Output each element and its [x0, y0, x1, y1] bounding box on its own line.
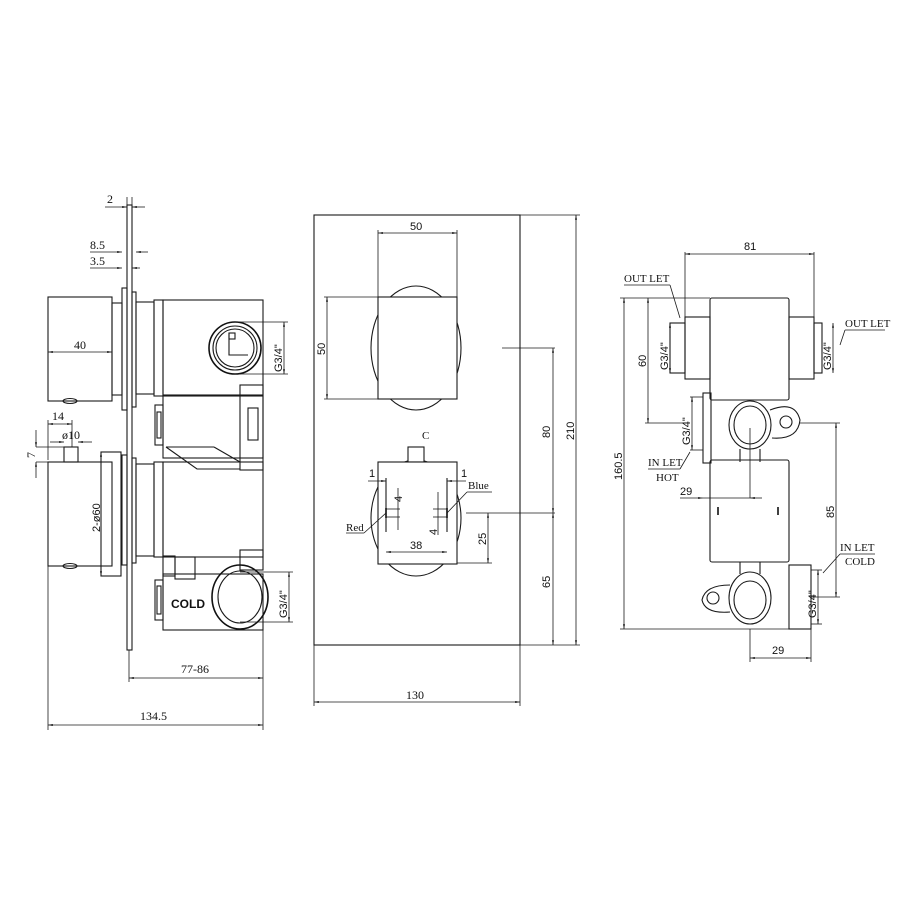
red-label: Red [346, 522, 364, 534]
top-knob [377, 296, 458, 400]
dim-knob-height: 50 [316, 343, 328, 355]
dim-spout-height: 7 [24, 452, 38, 458]
dim-recess-depth: 77-86 [181, 662, 209, 676]
valve-body-top [162, 299, 264, 396]
inlet-cold-label-1: IN LET [840, 542, 875, 554]
dim-handle-diameter: 2-ø60 [91, 503, 103, 532]
dim-plate-height: 210 [565, 422, 577, 440]
mixer-block [709, 459, 790, 563]
outlet-block [709, 297, 790, 401]
outlet-left-label: OUT LET [624, 273, 670, 285]
bottom-handle [47, 461, 113, 567]
inlet-cold-label-2: COLD [845, 556, 875, 568]
cold-inlet-port [211, 564, 269, 630]
side-view: COLD 2 8.5 3.5 40 14 ø10 7 2-ø60 [24, 192, 293, 730]
rear-view: 81 OUT LET OUT LET G3/4" G3/4" 60 G3/4" … [613, 241, 891, 662]
dim-thread-inlet-hot: G3/4" [681, 417, 693, 445]
bottom-knob [377, 461, 458, 565]
cold-label: COLD [171, 597, 205, 611]
dim-knob-width: 50 [410, 221, 422, 233]
dim-plate-thickness: 2 [107, 192, 113, 206]
blue-label: Blue [468, 480, 489, 492]
dim-cold-offset: 29 [772, 645, 784, 657]
dim-handle-depth: 40 [74, 338, 86, 352]
dim-inlet-spacing: 85 [825, 506, 837, 518]
dim-indicator-gap-left: 1 [369, 468, 375, 480]
wall-plate [126, 204, 133, 651]
dim-lower-offset: 25 [477, 533, 489, 545]
dim-thread-inlet-cold: G3/4" [807, 590, 819, 618]
centre-mark: C [422, 430, 429, 442]
dim-indicator-gap-right: 1 [461, 468, 467, 480]
dim-overall-depth: 134.5 [140, 709, 167, 723]
dim-thread-top: G3/4" [273, 344, 285, 372]
dim-spout-diameter: ø10 [62, 428, 80, 442]
dim-flange-a: 8.5 [90, 238, 105, 252]
dim-flange-b: 3.5 [90, 254, 105, 268]
dim-centre-spacing: 80 [541, 426, 553, 438]
dim-indicator-len-left: 4 [393, 496, 405, 502]
inlet-hot-label-2: HOT [656, 472, 679, 484]
dim-thread-outlet-left: G3/4" [659, 342, 671, 370]
dim-spout-offset: 14 [52, 409, 64, 423]
dim-outlet-span: 81 [744, 241, 756, 253]
dim-lower-centre: 65 [541, 576, 553, 588]
dim-plate-width: 130 [406, 688, 424, 702]
inlet-hot-label-1: IN LET [648, 457, 683, 469]
top-outlet-port [208, 321, 262, 375]
dim-indicator-spacing: 38 [410, 540, 422, 552]
dim-thread-bottom: G3/4" [278, 590, 290, 618]
dim-thread-outlet-right: G3/4" [822, 342, 834, 370]
dim-indicator-len-right: 4 [428, 529, 440, 535]
front-view: 50 50 C 4 4 1 1 38 Red Blue [313, 214, 580, 706]
cover-plate [313, 214, 521, 646]
dim-overall-height: 160.5 [613, 452, 625, 480]
dim-outlet-offset: 60 [637, 355, 649, 367]
outlet-right-label: OUT LET [845, 318, 891, 330]
dim-hot-offset: 29 [680, 486, 692, 498]
cold-inlet-port-rear [728, 571, 772, 625]
